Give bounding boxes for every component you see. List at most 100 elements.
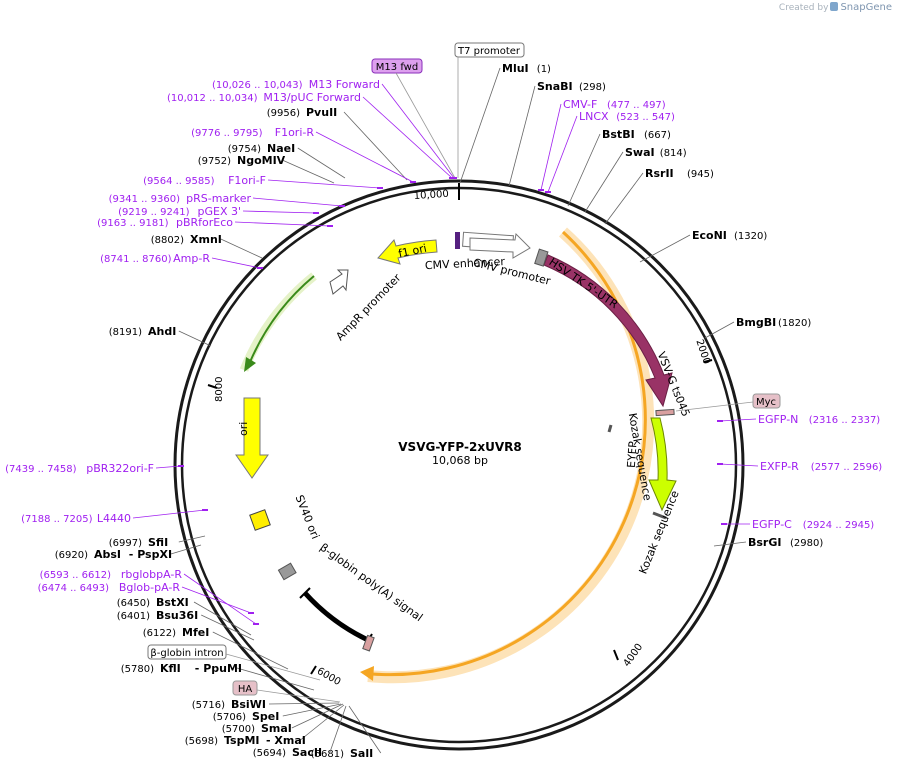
primer-position: (6593 .. 6612) xyxy=(40,570,112,581)
enzyme-leader-line xyxy=(282,159,335,184)
enzyme-leader-line xyxy=(236,667,315,691)
enzyme-name: SmaI xyxy=(261,722,292,735)
enzyme-site-bstxi[interactable]: BstXI(6450) xyxy=(117,596,252,636)
primer-leader-line xyxy=(719,463,759,467)
enzyme-position: (6920) xyxy=(55,550,88,561)
feature-bglobin-intron-block[interactable] xyxy=(277,562,297,581)
enzyme-site-sfii[interactable]: SfiI(6997) xyxy=(109,535,206,549)
enzyme-name: XmnI xyxy=(190,233,222,246)
enzyme-site-econi[interactable]: EcoNI(1320) xyxy=(639,229,767,263)
primer-leader-line xyxy=(362,96,453,179)
primer-cmv-f[interactable]: CMV-F(477 .. 497) xyxy=(538,98,666,191)
primer-pgex-3[interactable]: pGEX 3'(9219 .. 9241) xyxy=(118,205,319,218)
primer-pbrforeco[interactable]: pBRforEco(9163 .. 9181) xyxy=(97,216,333,229)
enzyme-site-bsiwi[interactable]: BsiWI(5716) xyxy=(192,698,340,711)
primer-position: (477 .. 497) xyxy=(607,100,666,111)
primer-position: (9163 .. 9181) xyxy=(97,218,169,229)
primer-f1ori-r[interactable]: F1ori-R(9776 .. 9795) xyxy=(191,126,416,183)
feature-vsvg-arrow[interactable] xyxy=(543,254,673,408)
primer-lncx[interactable]: LNCX(523 .. 547) xyxy=(545,110,675,193)
feature-myc-tag[interactable] xyxy=(655,408,675,417)
enzyme-name: EcoNI xyxy=(692,229,727,242)
enzyme-site-kfli[interactable]: KflI(5780)- PpuMI xyxy=(121,662,315,691)
feature-cmv-promoter-arrow[interactable] xyxy=(469,232,531,259)
ruler-label-4000: 4000 xyxy=(622,642,646,669)
primer-egfp-c[interactable]: EGFP-C(2924 .. 2945) xyxy=(721,518,874,531)
enzyme-site-swai[interactable]: SwaI(814) xyxy=(584,146,687,213)
enzyme-site-mlui[interactable]: MluI(1) xyxy=(459,62,551,184)
primer-amp-r[interactable]: Amp-R(8741 .. 8760) xyxy=(100,252,263,269)
primer-name: EGFP-C xyxy=(752,518,792,531)
primer-pbr322ori-f[interactable]: pBR322ori-F(7439 .. 7458) xyxy=(5,462,184,475)
enzyme-site-bsrgi[interactable]: BsrGI(2980) xyxy=(713,536,823,549)
primer-leader-line xyxy=(381,83,455,179)
enzyme-position: (5694) xyxy=(253,748,286,759)
enzyme-name: NgoMIV xyxy=(237,154,286,167)
primer-position: (2577 .. 2596) xyxy=(811,462,883,473)
enzyme-site-naei[interactable]: NaeI(9754) xyxy=(228,142,346,179)
enzyme-site-sacii[interactable]: SacII (5694) xyxy=(253,705,347,759)
enzyme-site-snabi[interactable]: SnaBI(298) xyxy=(508,80,606,187)
boxed-myc[interactable]: Myc xyxy=(675,393,781,412)
enzyme-name: BsrGI xyxy=(748,536,781,549)
primer-prs-marker[interactable]: pRS-marker(9341 .. 9360) xyxy=(109,192,345,207)
enzyme-name: SacII xyxy=(292,746,322,759)
enzyme-site-ngomiv[interactable]: NgoMIV(9752) xyxy=(198,154,335,184)
enzyme-site-tspmi[interactable]: TspMI(5698)- XmaI xyxy=(185,704,345,747)
enzyme-site-bsu36i[interactable]: Bsu36I(6401) xyxy=(117,609,255,641)
primer-position: (9776 .. 9795) xyxy=(191,128,263,139)
feature-ampr-arc[interactable] xyxy=(249,275,315,363)
enzyme-site-smai[interactable]: SmaI(5700) xyxy=(222,703,344,735)
primer-l4440[interactable]: L4440(7188 .. 7205) xyxy=(21,509,208,525)
primer-position: (10,026 .. 10,043) xyxy=(212,80,303,91)
origin-marker xyxy=(455,232,460,249)
feature-sv40-ori-block[interactable] xyxy=(249,509,271,531)
enzyme-position: (8802) xyxy=(151,235,184,246)
enzyme-name-2: - PpuMI xyxy=(195,662,242,675)
feature-f1-ori-arrow[interactable] xyxy=(377,239,438,265)
enzyme-position: (945) xyxy=(687,169,714,180)
primer-m13-forward[interactable]: M13 Forward(10,026 .. 10,043) xyxy=(212,78,457,179)
enzyme-site-absi[interactable]: AbsI(6920)- PspXI xyxy=(55,544,202,561)
primer-m13-puc-forward[interactable]: M13/pUC Forward(10,012 .. 10,034) xyxy=(167,91,455,179)
boxed-m13-fwd[interactable]: M13 fwd xyxy=(371,58,456,179)
primer-exfp-r[interactable]: EXFP-R(2577 .. 2596) xyxy=(717,460,882,473)
ruler-label-2000: 2000 xyxy=(693,338,711,366)
primer-egfp-n[interactable]: EGFP-N(2316 .. 2337) xyxy=(717,413,880,426)
primer-leader-line xyxy=(183,573,257,625)
watermark-prefix: Created by xyxy=(778,3,829,13)
label-f1-ori: f1 ori xyxy=(397,242,428,261)
primer-rbglobpa-r[interactable]: rbglobpA-R(6593 .. 6612) xyxy=(40,568,259,625)
primer-bglob-pa-r[interactable]: Bglob-pA-R(6474 .. 6493) xyxy=(38,581,254,614)
boxed-ha[interactable]: HA xyxy=(232,680,341,703)
primer-position: (9219 .. 9241) xyxy=(118,207,190,218)
enzyme-site-bmgbi[interactable]: BmgBI(1820) xyxy=(704,316,811,339)
primer-leader-line xyxy=(315,131,414,183)
enzyme-position: (6450) xyxy=(117,598,150,609)
feature-bglobin-polya-arc[interactable] xyxy=(303,591,370,643)
enzyme-site-sali[interactable]: SalI(5681) xyxy=(311,705,382,760)
enzyme-site-ahdi[interactable]: AhdI(8191) xyxy=(109,325,212,347)
enzyme-site-rsrii[interactable]: RsrII(945) xyxy=(604,167,714,225)
primer-f1ori-f[interactable]: F1ori-F(9564 .. 9585) xyxy=(143,174,383,189)
enzyme-position: (5706) xyxy=(213,712,246,723)
feature-uvr8-arrowhead xyxy=(360,666,374,681)
enzyme-site-spei[interactable]: SpeI(5706) xyxy=(213,703,342,723)
enzyme-name-2: - PspXI xyxy=(129,548,172,561)
boxed-bglobin-intron[interactable]: β-globin intron xyxy=(147,644,321,681)
ruler-tick-4000 xyxy=(613,649,619,661)
enzyme-position: (6997) xyxy=(109,538,142,549)
boxed-t7-promoter[interactable]: T7 promoter xyxy=(454,42,525,178)
feature-ori-arrow[interactable] xyxy=(235,397,269,479)
enzyme-site-bstbi[interactable]: BstBI(667) xyxy=(567,128,671,207)
enzymes-layer: MluI(1)SnaBI(298)BstBI(667)SwaI(814)RsrI… xyxy=(55,62,824,760)
primer-leader-line xyxy=(132,509,206,519)
feature-eyfp-arrow[interactable] xyxy=(648,417,677,512)
feature-hsv-tk-utr-block[interactable] xyxy=(534,248,549,267)
enzyme-site-xmni[interactable]: XmnI (8802) xyxy=(151,233,263,259)
enzyme-site-pvuii[interactable]: PvuII(9956) xyxy=(267,106,408,181)
enzyme-site-mfei[interactable]: MfeI(6122) xyxy=(143,626,289,670)
feature-ha-tag[interactable] xyxy=(362,634,375,652)
feature-ampr-promoter-arrow[interactable] xyxy=(329,269,349,295)
enzyme-name-2: - XmaI xyxy=(266,734,306,747)
